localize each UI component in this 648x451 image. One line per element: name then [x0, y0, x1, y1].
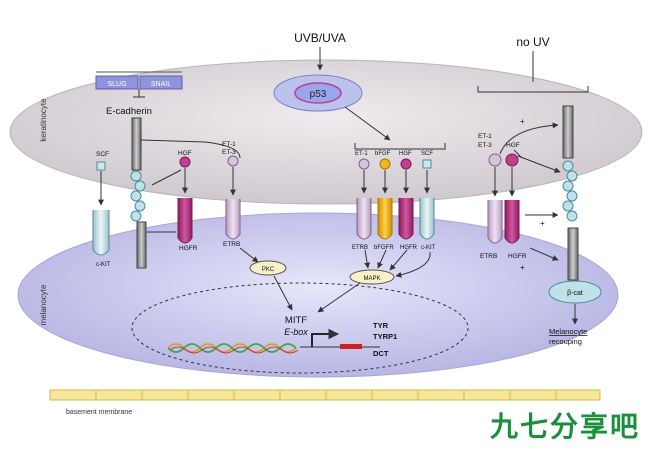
- gene-tyr: TYR: [373, 321, 389, 330]
- keratinocyte-cell: [9, 59, 643, 205]
- label-bfgfr-mid: bFGFR: [374, 245, 394, 251]
- gene-dct: DCT: [373, 349, 389, 358]
- label-e-cadherin: E-cadherin: [106, 106, 152, 117]
- snail-box: [139, 75, 183, 90]
- label-scf-mid: SCF: [421, 151, 433, 157]
- e-cadherin-chain: [130, 170, 146, 222]
- label-hgf-left: HGF: [178, 150, 192, 157]
- label-hgfr-mid: HGFR: [400, 245, 418, 251]
- dna-helix: [167, 343, 299, 354]
- e-cadherin-rod-bottom: [136, 221, 147, 269]
- label-uvb-uva: UVB/UVA: [294, 31, 346, 45]
- label-hgf-right: HGF: [506, 142, 520, 149]
- promoter-arrow: [311, 328, 340, 347]
- hgfr-receptor-mid: [398, 198, 414, 240]
- beta-catenin-node: [548, 280, 602, 304]
- scf-ligand-mid: [422, 159, 432, 169]
- etrb-receptor-mid: [356, 198, 372, 240]
- basement-membrane-bar: [49, 389, 601, 401]
- bfgfr-receptor-mid: [377, 198, 393, 240]
- et-ligand-right: [488, 153, 502, 167]
- label-snail: SNAIL: [151, 81, 171, 88]
- gene-tyrp1: TYRP1: [373, 332, 397, 341]
- label-bfgf-mid: bFGF: [375, 151, 391, 157]
- label-mitf: MITF: [285, 315, 307, 326]
- label-melanocyte-outcome: Melanocyte: [549, 327, 587, 336]
- label-recouping: recouping: [549, 337, 582, 346]
- et-ligand-left: [227, 155, 239, 167]
- label-mapk: MAPK: [363, 276, 380, 282]
- plus-sign-1: +: [520, 117, 525, 126]
- label-melanocyte: melanocyte: [39, 284, 48, 325]
- pkc-node: [249, 260, 287, 276]
- label-no-uv: no UV: [516, 35, 549, 49]
- label-pkc: PKC: [262, 267, 275, 273]
- mapk-node: [349, 269, 395, 285]
- label-hgfr-left: HGFR: [179, 245, 198, 252]
- melanocyte-cell: [17, 212, 619, 378]
- p53-node: [294, 82, 342, 104]
- etrb-receptor-left: [225, 199, 241, 240]
- label-scf-left: SCF: [96, 151, 109, 158]
- e-cadherin-rod-right-top: [562, 105, 574, 159]
- label-slug: SLUG: [107, 81, 126, 88]
- label-et1-mid: ET-1: [355, 151, 368, 157]
- label-hgf-mid: HGF: [399, 151, 412, 157]
- e-cadherin-chain-right: [562, 160, 578, 222]
- label-c-kit-mid: c-KIT: [421, 245, 436, 251]
- label-keratinocyte: keratinocyte: [39, 98, 48, 142]
- c-kit-receptor-left: [92, 210, 110, 256]
- slug-box: [95, 75, 139, 90]
- hgf-ligand-mid: [400, 158, 412, 170]
- label-basement-membrane: basement membrane: [66, 409, 132, 416]
- label-e-box: E-box: [284, 327, 308, 337]
- label-et3-right: ET-3: [478, 142, 492, 149]
- e-cadherin-rod-right-bottom: [567, 227, 579, 281]
- label-etrb-mid: ETRB: [352, 245, 368, 251]
- plus-sign-2: +: [540, 219, 545, 228]
- label-etrb-left: ETRB: [223, 241, 240, 248]
- hgfr-receptor-left: [177, 198, 193, 244]
- et1-ligand-mid: [358, 158, 370, 170]
- bfgf-ligand-mid: [379, 158, 391, 170]
- label-beta-catenin: β-cat: [567, 290, 583, 297]
- gene-box: [340, 344, 362, 349]
- hgfr-receptor-right: [504, 200, 520, 244]
- label-et1-right: ET-1: [478, 133, 492, 140]
- hgf-ligand-left: [179, 156, 191, 168]
- watermark-logo: 九七分享吧: [489, 410, 640, 443]
- c-kit-receptor-mid: [419, 198, 435, 240]
- nucleus: [131, 282, 469, 374]
- etrb-receptor-right: [487, 200, 503, 244]
- label-hgfr-right: HGFR: [508, 253, 527, 260]
- hgf-ligand-right: [505, 153, 519, 167]
- e-cadherin-rod-top: [131, 117, 142, 171]
- label-c-kit-left: c-KIT: [96, 262, 111, 268]
- plus-sign-3: +: [520, 263, 525, 272]
- label-et3-left: ET-3: [222, 149, 236, 156]
- scf-ligand-left: [96, 161, 106, 171]
- label-p53: p53: [310, 89, 327, 100]
- label-et1-left: ET-1: [222, 141, 236, 148]
- label-etrb-right: ETRB: [480, 253, 497, 260]
